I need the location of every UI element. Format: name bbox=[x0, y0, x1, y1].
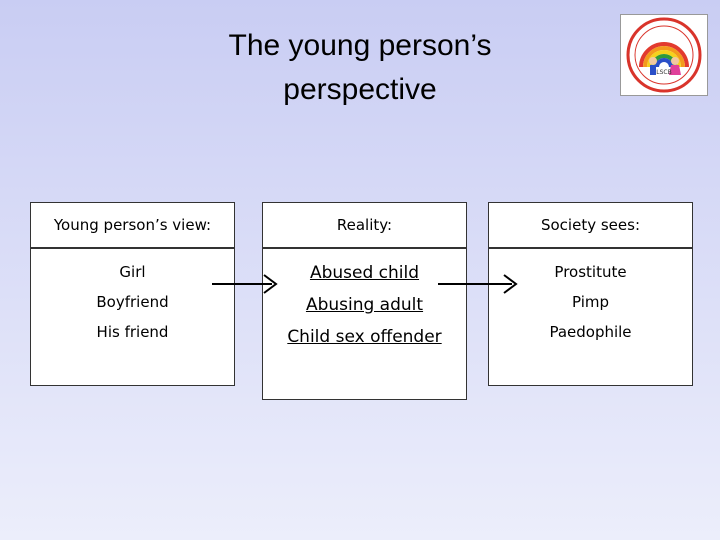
arrow-right-icon bbox=[438, 274, 518, 294]
view-list: Girl Boyfriend His friend bbox=[30, 248, 235, 386]
slide-title: The young person’s perspective bbox=[160, 24, 560, 112]
title-line-1: The young person’s bbox=[228, 29, 492, 62]
reality-item-child-sex-offender: Child sex offender bbox=[287, 327, 442, 347]
view-header: Young person’s view: bbox=[30, 202, 235, 248]
arrow-right-icon bbox=[212, 274, 278, 294]
view-item-girl: Girl bbox=[119, 263, 146, 281]
lscb-logo: LSCB bbox=[620, 14, 708, 96]
reality-item-abused-child: Abused child bbox=[309, 263, 420, 283]
reality-header: Reality: bbox=[262, 202, 467, 248]
view-item-his-friend: His friend bbox=[96, 323, 169, 341]
society-item-paedophile: Paedophile bbox=[549, 323, 632, 341]
society-list: Prostitute Pimp Paedophile bbox=[488, 248, 693, 386]
reality-list: Abused child Abusing adult Child sex off… bbox=[262, 248, 467, 400]
title-line-2: perspective bbox=[283, 73, 437, 106]
society-header: Society sees: bbox=[488, 202, 693, 248]
view-item-boyfriend: Boyfriend bbox=[96, 293, 169, 311]
society-item-prostitute: Prostitute bbox=[554, 263, 627, 281]
rainbow-children-emblem-icon: LSCB bbox=[626, 17, 702, 93]
reality-item-abusing-adult: Abusing adult bbox=[305, 295, 424, 315]
society-item-pimp: Pimp bbox=[571, 293, 610, 311]
svg-text:LSCB: LSCB bbox=[656, 69, 671, 76]
